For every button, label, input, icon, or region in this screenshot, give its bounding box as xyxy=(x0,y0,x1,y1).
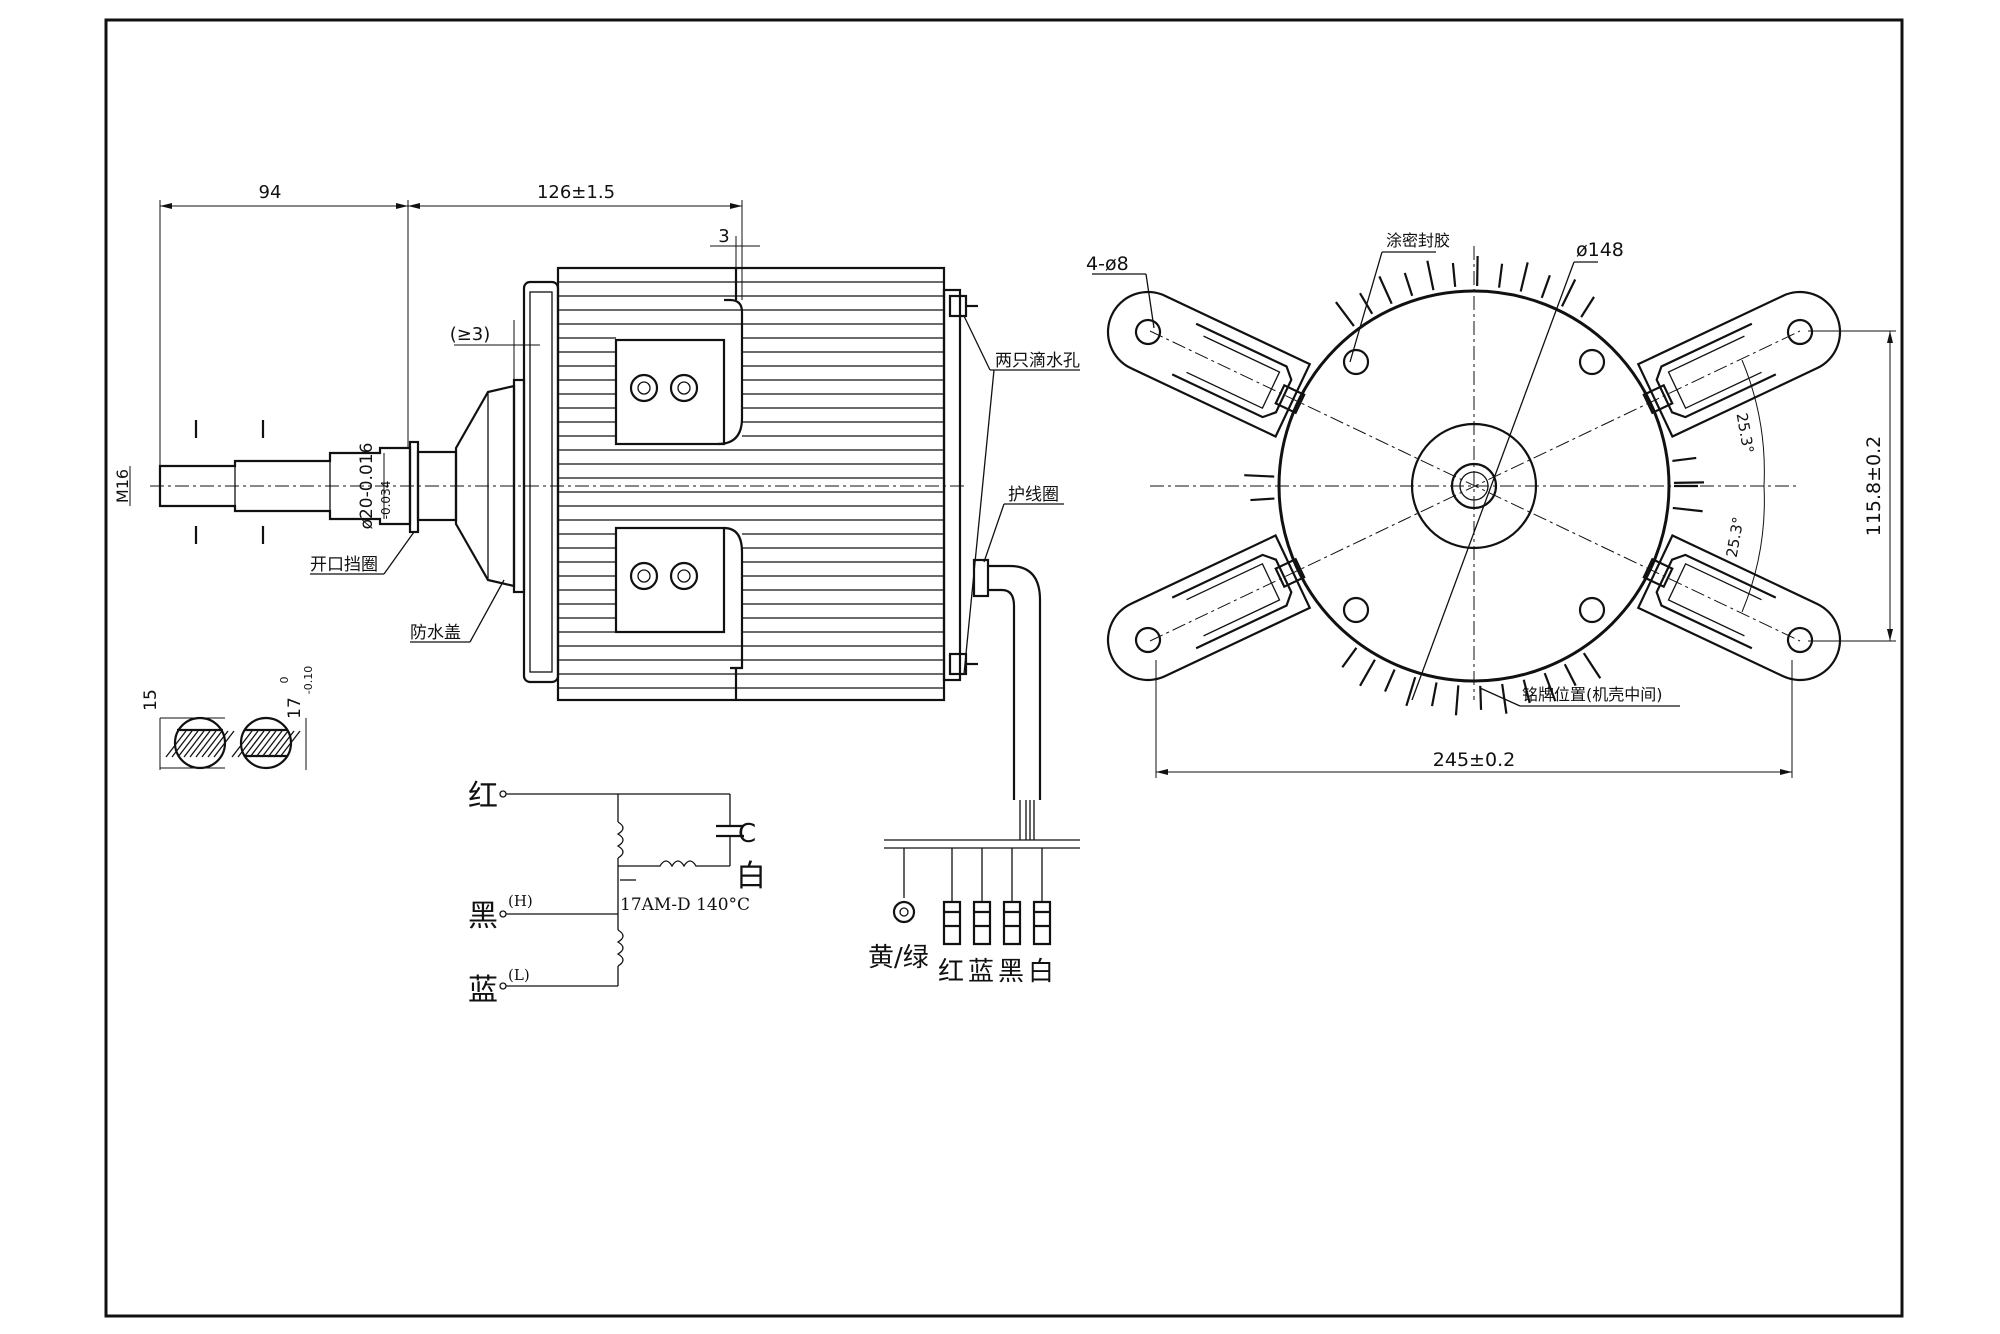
dim-phi20-label: ø20-0.016 xyxy=(357,443,377,530)
terminal-bracket-lower xyxy=(614,526,726,634)
wire-terminals xyxy=(884,839,1080,946)
thermal-protector-label: 17AM-D 140°C xyxy=(620,895,750,915)
dim-phi148-label: ø148 xyxy=(1576,239,1624,261)
dim-ge3-label: (≥3) xyxy=(450,324,491,345)
wiring-schematic xyxy=(499,790,744,990)
wire-ground-label: 黄/绿 xyxy=(868,943,929,973)
sheet-border xyxy=(104,18,1904,1318)
bearing-boss xyxy=(1410,422,1538,550)
shaft-sections xyxy=(159,716,307,770)
wire-terminal-white-label: 白 xyxy=(1028,957,1054,987)
snap-ring xyxy=(408,440,420,534)
cable-grommet xyxy=(972,558,990,598)
dim-15-label: 15 xyxy=(141,689,161,711)
high-speed-label: (H) xyxy=(508,892,533,910)
wire-blue-label: 蓝 xyxy=(468,973,498,1008)
wire-black-label: 黑 xyxy=(468,899,498,934)
mounting-feet xyxy=(1106,290,1842,682)
motor-housing xyxy=(556,266,946,702)
rear-end-cap xyxy=(942,288,962,682)
dim-3-label: 3 xyxy=(718,226,729,247)
housing-fins xyxy=(558,281,944,689)
wire-terminal-red-label: 红 xyxy=(938,957,964,987)
wire-terminal-blue-label: 蓝 xyxy=(968,957,994,987)
wire-terminal-black-label: 黑 xyxy=(998,957,1024,987)
dim-115-label: 115.8±0.2 xyxy=(1863,436,1885,537)
dim-94-label: 94 xyxy=(259,182,282,203)
dim-m16-label: M16 xyxy=(113,469,132,503)
power-cable xyxy=(988,564,1042,800)
angle-upper-label: 25.3° xyxy=(1733,411,1758,454)
radial-fins xyxy=(1244,256,1704,716)
drain-holes-label: 两只滴水孔 xyxy=(995,351,1080,371)
angle-lower-label: 25.3° xyxy=(1723,515,1748,558)
sealant-label: 涂密封胶 xyxy=(1386,231,1450,250)
dim-17-tol-upper: 0 xyxy=(278,677,291,684)
waterproof-cover-label: 防水盖 xyxy=(410,623,461,643)
dim-126-label: 126±1.5 xyxy=(537,182,615,203)
terminal-bracket-upper xyxy=(614,338,726,446)
wire-red-label: 红 xyxy=(468,779,498,814)
housing-circle xyxy=(1277,289,1671,683)
dim-245-label: 245±0.2 xyxy=(1433,749,1515,771)
wire-white-label: 白 xyxy=(736,859,766,894)
nameplate-label: 铭牌位置(机壳中间) xyxy=(1522,685,1663,704)
mount-holes-label: 4-ø8 xyxy=(1086,253,1129,275)
capacitor-label: C xyxy=(738,819,756,849)
dim-phi20-tolerance: -0.034 xyxy=(379,481,393,520)
low-speed-label: (L) xyxy=(508,966,530,984)
grommet-label: 护线圈 xyxy=(1008,485,1059,505)
dim-17-tol-lower: -0.10 xyxy=(302,666,315,694)
snap-ring-label: 开口挡圈 xyxy=(310,555,378,575)
dim-17-label: 17 xyxy=(285,697,305,719)
front-end-cap xyxy=(522,280,560,684)
side-view xyxy=(129,200,1080,840)
front-view xyxy=(1092,246,1896,778)
